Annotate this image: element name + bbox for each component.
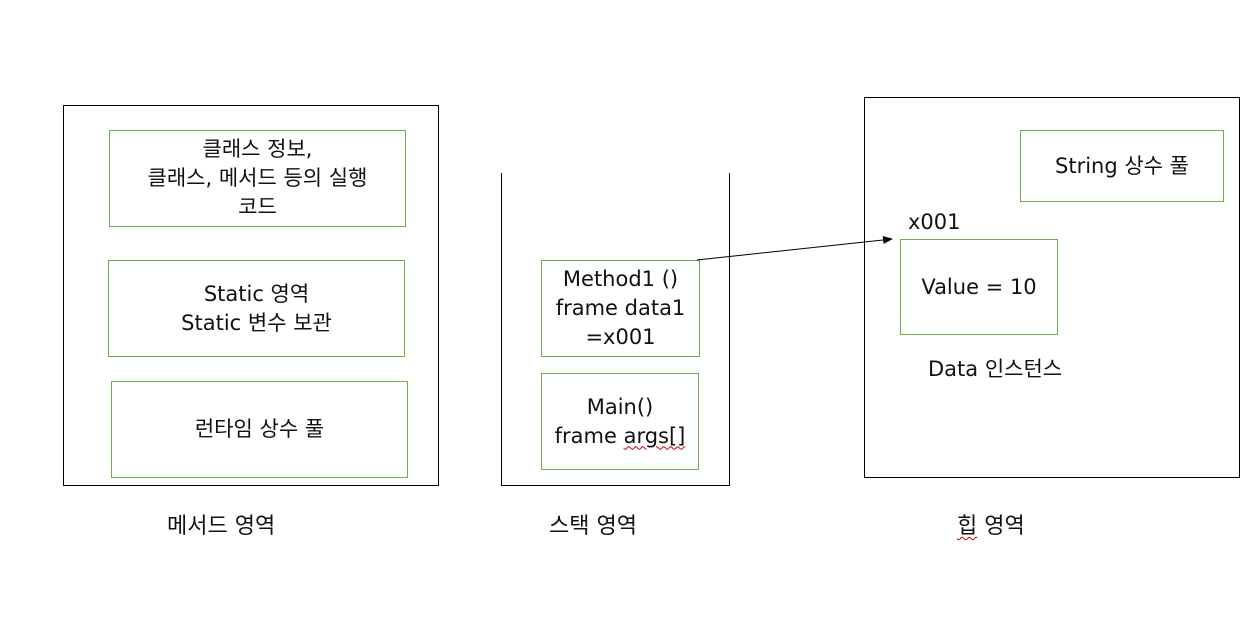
data-instance-value: Value = 10	[921, 274, 1037, 299]
main-frame-line1: Main()	[586, 394, 654, 419]
static-area-box: Static 영역 Static 변수 보관	[108, 260, 405, 357]
method1-frame-line1: Method1 ()	[562, 267, 679, 291]
heap-caption-rest: 영역	[977, 514, 1025, 539]
class-info-line2: 클래스, 메서드 등의 실행	[147, 166, 368, 190]
string-constant-pool-label: String 상수 풀	[1055, 153, 1189, 178]
runtime-constant-pool-label: 런타임 상수 풀	[194, 417, 325, 441]
main-frame-line2: frame args[]	[555, 422, 686, 451]
main-frame-box: Main() frame args[]	[541, 373, 699, 470]
main-frame-args-word: args[]	[623, 423, 686, 448]
class-info-box: 클래스 정보, 클래스, 메서드 등의 실행 코드	[109, 130, 406, 227]
class-info-line1: 클래스 정보,	[202, 137, 313, 161]
stack-right-wall	[729, 173, 730, 486]
runtime-constant-pool-box: 런타임 상수 풀	[111, 381, 408, 478]
heap-area-caption: 힙 영역	[957, 508, 1025, 540]
stack-bottom-wall	[501, 485, 730, 486]
heap-word: 힙	[957, 514, 978, 539]
instance-address-label: x001	[908, 210, 961, 234]
reference-arrow-line	[696, 235, 893, 261]
data-instance-box: Value = 10	[900, 239, 1058, 335]
method-area-caption: 메서드 영역	[167, 514, 276, 539]
method1-frame-line2: frame data1	[555, 296, 686, 320]
string-constant-pool-box: String 상수 풀	[1020, 130, 1224, 202]
method1-frame-box: Method1 () frame data1 =x001	[541, 260, 700, 357]
class-info-line3: 코드	[238, 195, 277, 219]
static-area-line2: Static 변수 보관	[181, 310, 332, 335]
method1-frame-line3: =x001	[585, 325, 656, 349]
static-area-line1: Static 영역	[203, 281, 310, 306]
main-frame-line2-prefix: frame	[554, 423, 624, 448]
data-instance-label: Data 인스턴스	[928, 357, 1063, 381]
stack-left-wall	[501, 173, 502, 486]
stack-area-caption: 스택 영역	[549, 514, 637, 539]
